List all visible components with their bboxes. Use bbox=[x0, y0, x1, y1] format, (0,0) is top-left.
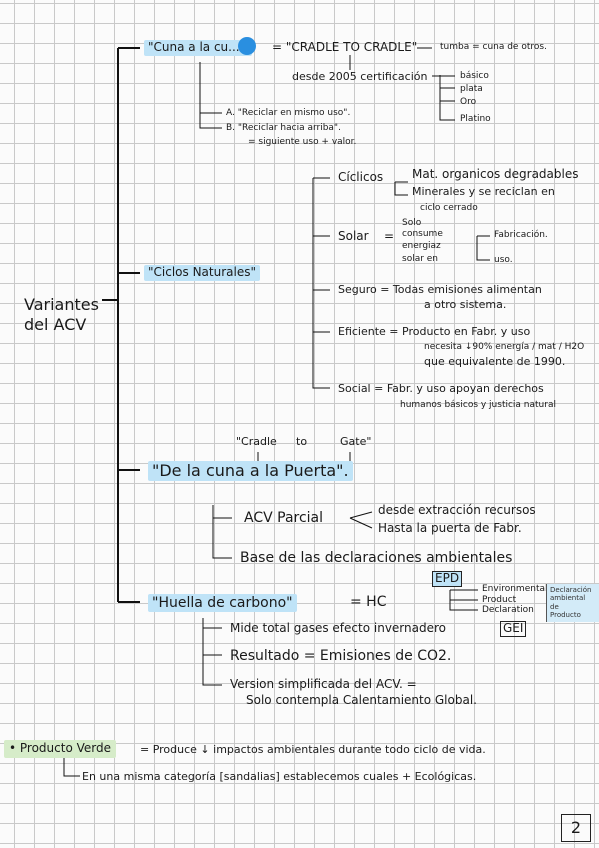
epd-prod: Product bbox=[482, 595, 517, 605]
huella-version: Version simplificada del ACV. = bbox=[230, 677, 417, 691]
solo-4: solar en bbox=[402, 254, 439, 264]
gate-word: Gate" bbox=[340, 435, 372, 448]
epd-env: Environmental bbox=[482, 584, 548, 594]
epd-note-2: ambiental de bbox=[550, 594, 586, 611]
main-title-line1: Variantes bbox=[24, 295, 99, 314]
cuna-b2: = siguiente uso + valor. bbox=[248, 137, 357, 147]
solo-1: Solo bbox=[402, 218, 422, 228]
cuna-label: "Cuna a la cu... bbox=[144, 40, 252, 56]
cuna-a: A. "Reciclar en mismo uso". bbox=[226, 108, 351, 118]
ciclos-label: "Ciclos Naturales" bbox=[144, 265, 260, 281]
parcial-hasta: Hasta la puerta de Fabr. bbox=[378, 521, 522, 535]
parcial-desde: desde extracción recursos bbox=[378, 503, 536, 517]
cuna-arrow-note: tumba = cuna de otros. bbox=[440, 42, 547, 52]
solar: Solar bbox=[338, 229, 369, 243]
huella-version-2: Solo contempla Calentamiento Global. bbox=[246, 693, 477, 707]
eficiente-2: necesita ↓90% energía / mat / H2O bbox=[424, 342, 585, 352]
huella-hc: = HC bbox=[350, 594, 387, 610]
main-title-line2: del ACV bbox=[24, 315, 87, 334]
solo-2: consume bbox=[402, 229, 443, 239]
huella-mide: Mide total gases efecto invernadero bbox=[230, 621, 446, 635]
solar-uso: uso. bbox=[494, 255, 513, 265]
seguro: Seguro = Todas emisiones alimentan bbox=[338, 283, 542, 296]
highlight-dot bbox=[238, 37, 256, 55]
producto-eq: = Produce ↓ impactos ambientales durante… bbox=[140, 743, 486, 756]
epd-note: Declaración ambiental de Producto bbox=[546, 584, 599, 622]
cradle-word: "Cradle bbox=[236, 435, 277, 448]
ciclicos: Cíclicos bbox=[338, 170, 384, 184]
epd-box: EPD bbox=[432, 571, 463, 587]
gei-box: GEI bbox=[500, 621, 527, 637]
cert-level-1: básico bbox=[460, 71, 489, 81]
eficiente: Eficiente = Producto en Fabr. y uso bbox=[338, 325, 531, 338]
page-number: 2 bbox=[561, 814, 591, 842]
epd-note-3: Producto bbox=[550, 611, 581, 620]
cert-level-3: Oro bbox=[460, 97, 477, 107]
cuna-equals: = "CRADLE TO CRADLE" bbox=[272, 40, 418, 54]
ciclicos-mat2: Minerales y se reciclan en bbox=[412, 185, 555, 198]
solar-fab: Fabricación. bbox=[494, 230, 548, 240]
ciclicos-mat3: ciclo cerrado bbox=[420, 203, 478, 213]
social: Social = Fabr. y uso apoyan derechos bbox=[338, 382, 544, 395]
solar-eq: = bbox=[384, 229, 395, 243]
puerta-label: "De la cuna a la Puerta". bbox=[148, 461, 353, 482]
social-2: humanos básicos y justicia natural bbox=[400, 400, 556, 410]
cert-level-2: plata bbox=[460, 84, 483, 94]
solo-3: energiaz bbox=[402, 241, 441, 251]
seguro-2: a otro sistema. bbox=[424, 298, 507, 311]
producto-line2: En una misma categoría [sandalias] estab… bbox=[82, 770, 477, 783]
huella-label: "Huella de carbono" bbox=[148, 594, 297, 613]
cert-level-4: Platino bbox=[460, 114, 491, 124]
eficiente-3: que equivalente de 1990. bbox=[424, 355, 566, 368]
cuna-b: B. "Reciclar hacia arriba". bbox=[226, 123, 341, 133]
producto-label: • Producto Verde bbox=[4, 740, 116, 758]
ciclicos-mat1: Mat. organicos degradables bbox=[412, 167, 579, 181]
epd-decl: Declaration bbox=[482, 605, 534, 615]
to-word: to bbox=[296, 435, 308, 448]
puerta-base: Base de las declaraciones ambientales bbox=[240, 550, 513, 566]
huella-resultado: Resultado = Emisiones de CO2. bbox=[230, 648, 452, 664]
acv-parcial: ACV Parcial bbox=[244, 510, 324, 526]
cuna-cert: desde 2005 certificación bbox=[292, 70, 428, 83]
epd-note-1: Declaración bbox=[550, 586, 592, 594]
